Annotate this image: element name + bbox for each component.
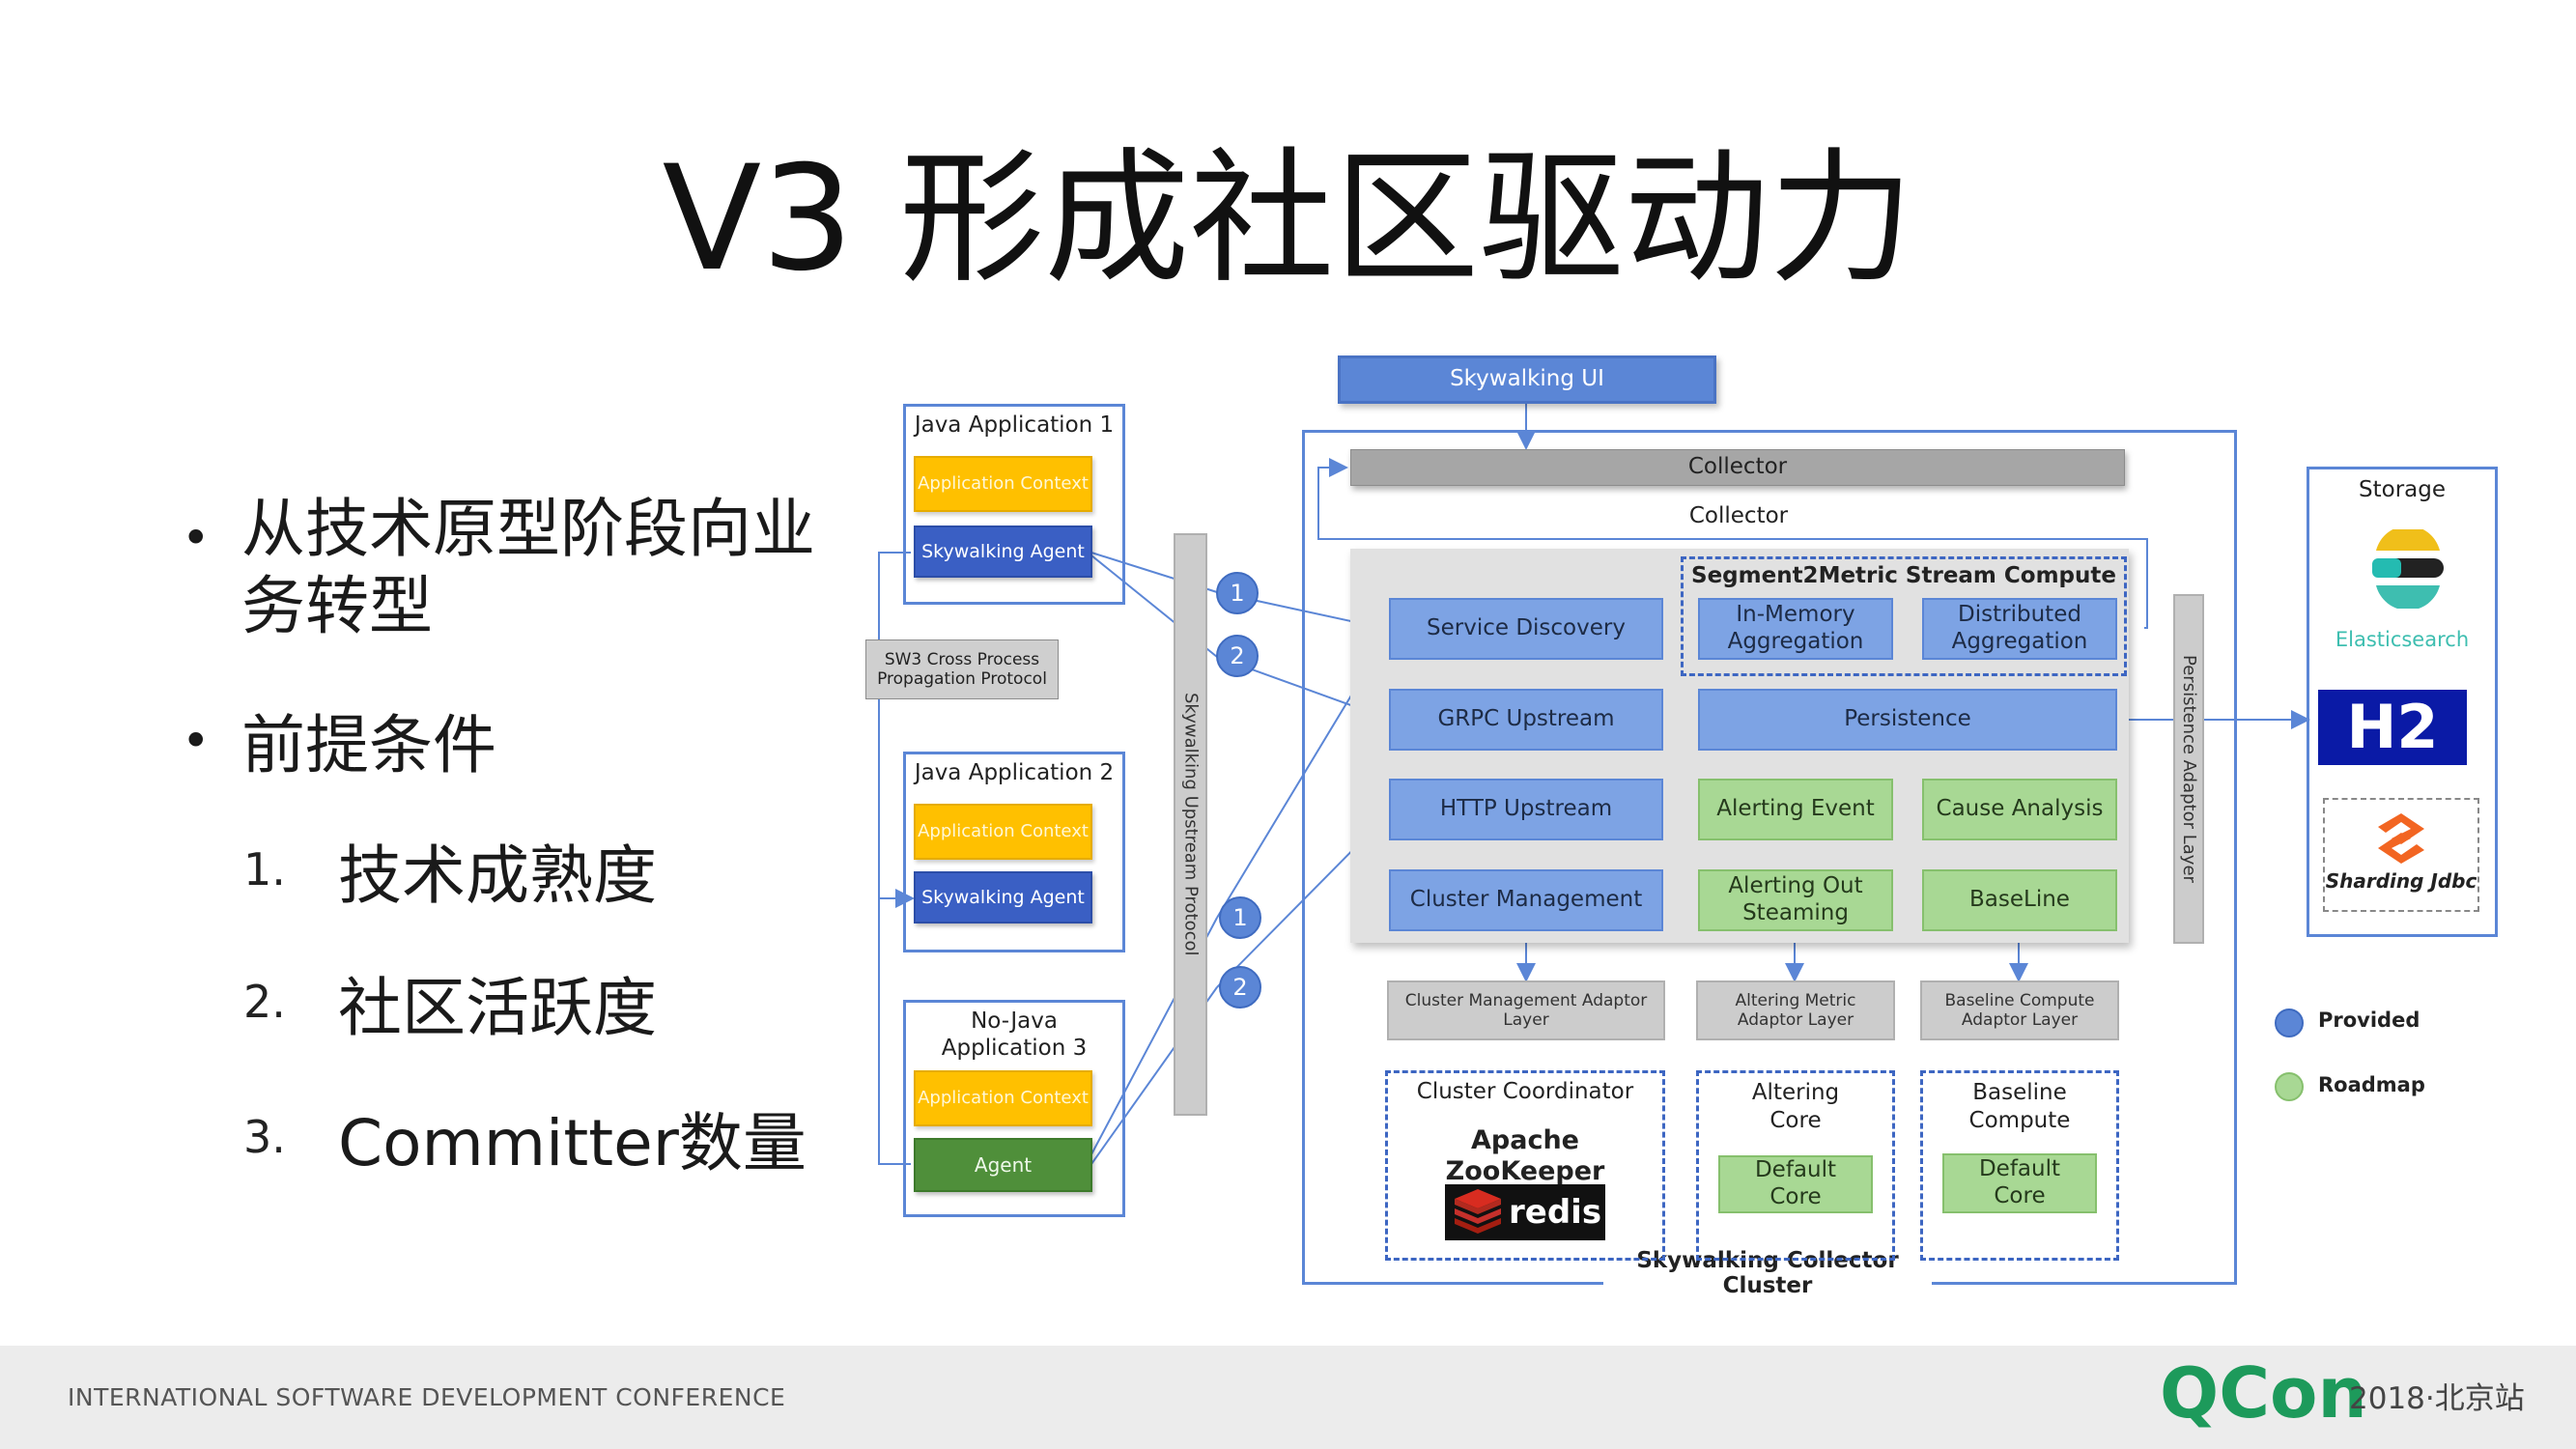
- altering-core-label: Altering Core: [1751, 1080, 1840, 1133]
- step-circle: 1: [1219, 896, 1261, 939]
- persistence: Persistence: [1698, 689, 2117, 751]
- bullet-dot: •: [182, 713, 211, 769]
- in-memory-aggregation: In-Memory Aggregation: [1698, 598, 1893, 660]
- persistence-adaptor-label: Persistence Adaptor Layer: [2178, 655, 2199, 883]
- list-number: 2.: [243, 976, 286, 1028]
- list-item: 技术成熟度: [338, 838, 657, 913]
- baseline-compute: Baseline Compute: [1920, 1070, 2119, 1261]
- altering-metric-adaptor: Altering Metric Adaptor Layer: [1696, 980, 1895, 1040]
- grpc-upstream: GRPC Upstream: [1389, 689, 1663, 751]
- app-context-2: Application Context: [914, 804, 1092, 860]
- cluster-coordinator: Cluster Coordinator Apache ZooKeeper: [1385, 1070, 1665, 1261]
- list-item: 社区活跃度: [338, 971, 657, 1045]
- persistence-adaptor-bar: Persistence Adaptor Layer: [2173, 594, 2204, 944]
- skywalking-agent-1: Skywalking Agent: [914, 526, 1092, 578]
- alerting-event: Alerting Event: [1698, 779, 1893, 840]
- bullet-dot: •: [182, 510, 211, 566]
- upstream-protocol-bar: Skywalking Upstream Protocol: [1174, 533, 1207, 1116]
- skywalking-agent-2: Skywalking Agent: [914, 871, 1092, 923]
- java-app-1-label: Java Application 1: [914, 412, 1115, 438]
- app-context-3: Application Context: [914, 1070, 1092, 1126]
- h2-logo: H2: [2318, 690, 2467, 765]
- java-app-2: Java Application 2: [903, 752, 1125, 952]
- skywalking-ui: Skywalking UI: [1338, 355, 1716, 404]
- default-core-2: Default Core: [1942, 1153, 2097, 1213]
- collector-bar: Collector: [1350, 449, 2125, 486]
- redis-logo: redis: [1445, 1184, 1605, 1240]
- cause-analysis: Cause Analysis: [1922, 779, 2117, 840]
- elasticsearch-label: Elasticsearch: [2335, 628, 2470, 651]
- upstream-protocol-label: Skywalking Upstream Protocol: [1180, 693, 1202, 956]
- step-circle: 2: [1216, 635, 1259, 677]
- agent-3: Agent: [914, 1138, 1092, 1192]
- redis-text: redis: [1509, 1193, 1602, 1232]
- cluster-management-adaptor: Cluster Management Adaptor Layer: [1387, 980, 1665, 1040]
- list-item: Committer数量: [338, 1106, 807, 1180]
- sharding-jdbc-icon: [2378, 813, 2424, 864]
- legend-provided-label: Provided: [2318, 1009, 2420, 1032]
- storage: Storage: [2307, 467, 2498, 937]
- sw3-protocol: SW3 Cross Process Propagation Protocol: [865, 639, 1059, 699]
- collector-label: Collector: [1688, 503, 1789, 528]
- http-upstream: HTTP Upstream: [1389, 779, 1663, 840]
- list-number: 3.: [243, 1111, 286, 1163]
- slide-title: V3 形成社区驱动力: [662, 135, 1914, 303]
- app-context-1: Application Context: [914, 456, 1092, 512]
- storage-label: Storage: [2359, 477, 2446, 502]
- java-app-1: Java Application 1: [903, 404, 1125, 605]
- qcon-logo: QCon: [2160, 1352, 2367, 1434]
- default-core-1: Default Core: [1718, 1155, 1873, 1213]
- altering-core: Altering Core: [1696, 1070, 1895, 1261]
- elasticsearch-icon: [2372, 529, 2444, 609]
- nonjava-app-3: No-Java Application 3: [903, 1000, 1125, 1217]
- nonjava-app-3-label: No-Java Application 3: [941, 1009, 1088, 1061]
- conference-name: INTERNATIONAL SOFTWARE DEVELOPMENT CONFE…: [68, 1383, 786, 1411]
- event-label: 2018·北京站: [2349, 1381, 2525, 1416]
- footer-bar: [0, 1346, 2576, 1449]
- legend-roadmap-label: Roadmap: [2318, 1073, 2425, 1096]
- segment2metric-group: [1681, 556, 2127, 676]
- bullet-prerequisites: 前提条件: [241, 708, 496, 782]
- step-circle: 1: [1216, 572, 1259, 614]
- collector-cluster-label: Skywalking Collector Cluster: [1603, 1248, 1932, 1298]
- baseline-compute-label: Baseline Compute: [1968, 1080, 2071, 1133]
- segment2metric-title: Segment2Metric Stream Compute: [1691, 563, 2116, 588]
- baseline: BaseLine: [1922, 869, 2117, 931]
- legend-roadmap-swatch: [2275, 1072, 2304, 1101]
- legend-provided-swatch: [2275, 1009, 2304, 1037]
- baseline-compute-adaptor: Baseline Compute Adaptor Layer: [1920, 980, 2119, 1040]
- sharding-jdbc: Sharding Jdbc: [2323, 798, 2479, 912]
- bullet-transition: 从技术原型阶段向业务转型: [241, 492, 815, 643]
- service-discovery: Service Discovery: [1389, 598, 1663, 660]
- alerting-out-streaming: Alerting Out Steaming: [1698, 869, 1893, 931]
- list-number: 1.: [243, 843, 286, 895]
- distributed-aggregation: Distributed Aggregation: [1922, 598, 2117, 660]
- cluster-coordinator-label: Cluster Coordinator: [1416, 1079, 1634, 1104]
- redis-icon: [1455, 1189, 1501, 1234]
- java-app-2-label: Java Application 2: [914, 760, 1115, 785]
- cluster-management: Cluster Management: [1389, 869, 1663, 931]
- sharding-jdbc-label: Sharding Jdbc: [2325, 869, 2477, 893]
- zookeeper-label: Apache ZooKeeper: [1445, 1124, 1605, 1186]
- step-circle: 2: [1219, 966, 1261, 1009]
